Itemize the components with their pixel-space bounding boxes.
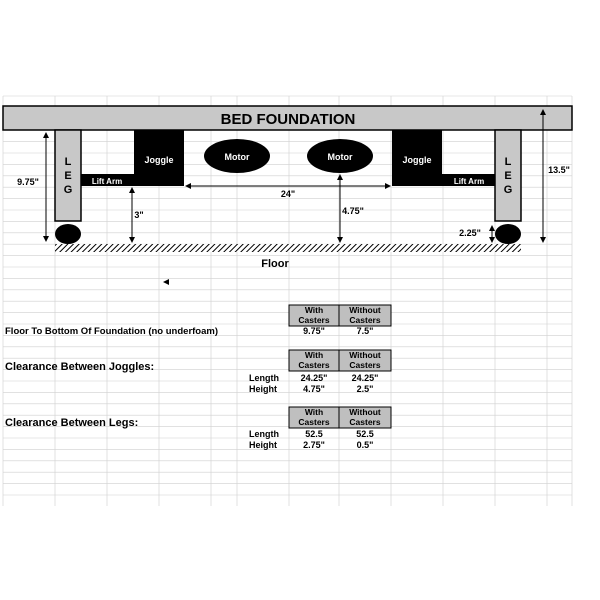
floor-with-header-line1: With [305,305,323,315]
floor-with-header-line2: Casters [298,315,329,325]
lift-arm-clearance-label: 3" [134,210,143,220]
floor-hatch [55,244,521,252]
left-leg-letter-e: E [64,170,71,182]
left-motor [204,139,270,173]
right-joggle [392,130,442,186]
left-leg [54,129,82,222]
left-lift-arm [81,174,134,186]
caster-height-label: 2.25" [459,228,481,238]
right-leg-letter-g: G [504,184,513,196]
floor-without-header-line2: Casters [349,315,380,325]
joggles-height-label: Height [249,384,277,394]
joggles-length-with: 24.25" [301,373,328,383]
bed-foundation-diagram: BED FOUNDATION L E G L E G Joggle Joggle… [2,105,573,285]
legs-without-header-line1: Without [349,407,381,417]
diagram-title: BED FOUNDATION [221,111,356,128]
floor-without-header [338,304,392,327]
right-motor-label: Motor [328,152,353,162]
legs-length-without: 52.5 [356,429,374,439]
joggles-height-without: 2.5" [357,384,374,394]
floor-without-header-line1: Without [349,305,381,315]
left-leg-letter-g: G [64,184,73,196]
floor-with-value: 9.75" [303,326,325,336]
floor-without-value: 7.5" [357,326,374,336]
spreadsheet-grid [2,95,573,506]
left-height-dimension-label: 9.75" [17,177,39,187]
legs-height-with: 2.75" [303,440,325,450]
joggles-length-label: Length [249,373,279,383]
joggle-gap-dimension-label: 24" [281,189,295,199]
legs-section-label: Clearance Between Legs: [5,417,138,429]
legs-length-with: 52.5 [305,429,323,439]
legs-with-header-line2: Casters [298,417,329,427]
motor-clearance-label: 4.75" [342,206,364,216]
left-caster [55,224,81,244]
left-leg-letter-l: L [65,156,72,168]
joggles-with-header-line1: With [305,350,323,360]
left-lift-arm-label: Lift Arm [92,177,122,186]
right-motor [307,139,373,173]
right-leg-letter-l: L [505,156,512,168]
joggles-length-without: 24.25" [352,373,379,383]
right-lift-arm [442,174,495,186]
right-leg-letter-e: E [504,170,511,182]
floor-label: Floor [261,258,289,270]
right-height-dimension-label: 13.5" [548,165,570,175]
joggles-height-with: 4.75" [303,384,325,394]
legs-height-without: 0.5" [357,440,374,450]
clearance-tables: With Casters Without Casters Floor To Bo… [5,304,392,450]
legs-height-label: Height [249,440,277,450]
right-joggle-label: Joggle [402,155,431,165]
floor-section-label: Floor To Bottom Of Foundation (no underf… [5,326,218,337]
legs-length-label: Length [249,429,279,439]
foundation-bar [2,105,573,131]
legs-with-header-line1: With [305,407,323,417]
legs-without-header-line2: Casters [349,417,380,427]
left-motor-label: Motor [225,152,250,162]
right-leg [494,129,522,222]
right-caster [495,224,521,244]
cursor-arrow-icon [163,279,169,285]
left-joggle [134,130,184,186]
joggles-without-header [338,349,392,372]
left-joggle-label: Joggle [144,155,173,165]
joggles-section-label: Clearance Between Joggles: [5,361,154,373]
legs-without-header [338,406,392,429]
joggles-with-header-line2: Casters [298,360,329,370]
right-lift-arm-label: Lift Arm [454,177,484,186]
joggles-without-header-line1: Without [349,350,381,360]
joggles-without-header-line2: Casters [349,360,380,370]
